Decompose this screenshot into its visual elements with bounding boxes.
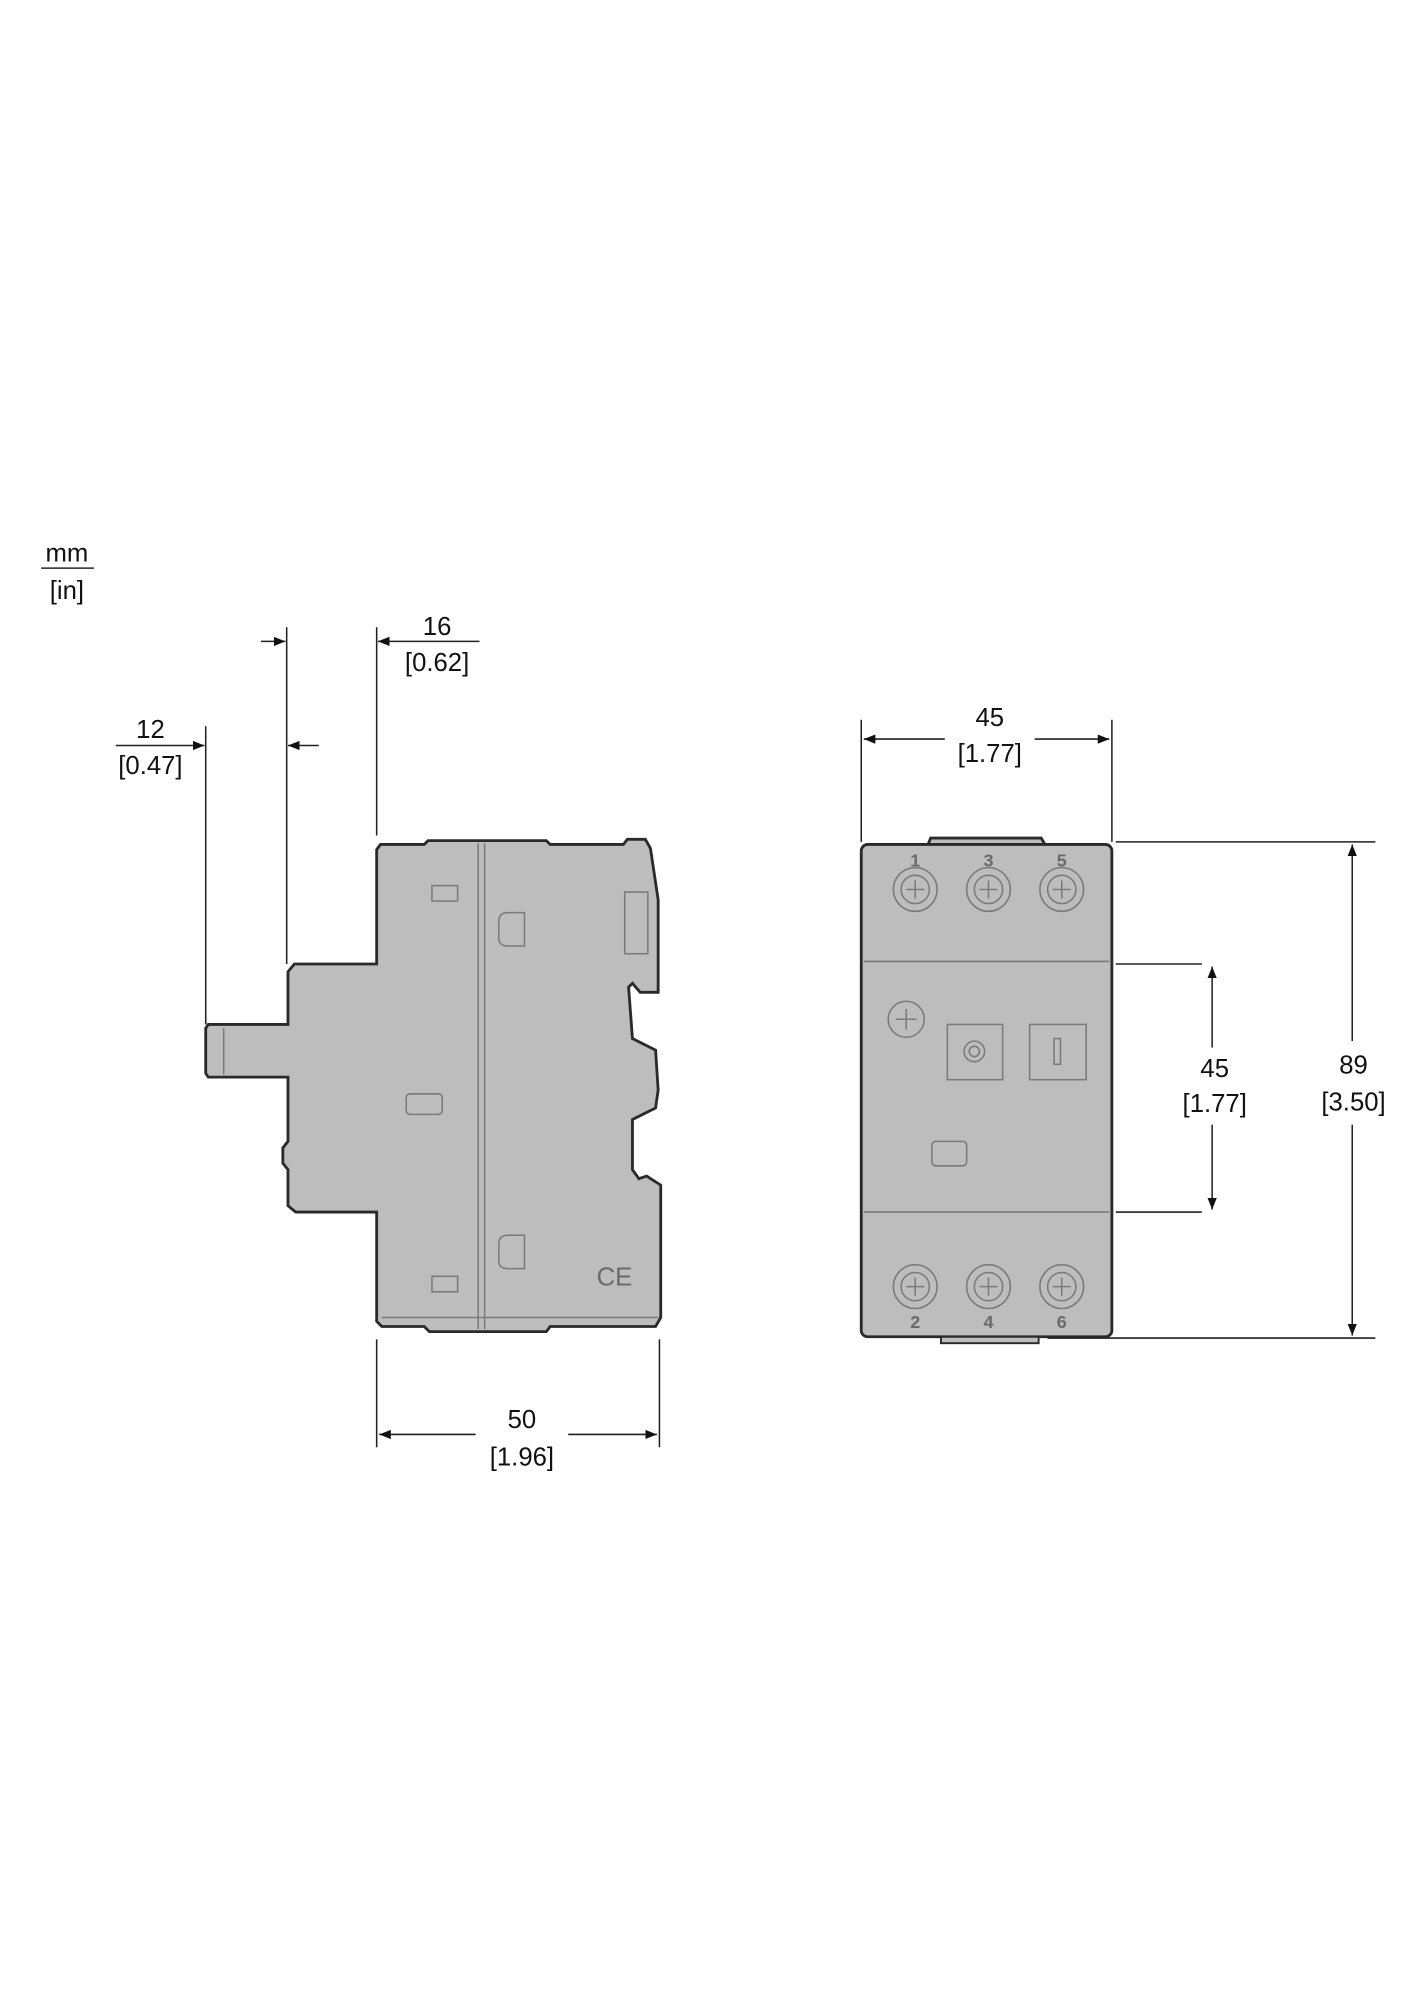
terminal-2: 2 — [892, 1264, 938, 1332]
svg-text:4: 4 — [983, 1312, 993, 1332]
dim-width-45-in: [1.77] — [958, 740, 1022, 768]
dim-height-45-in: [1.77] — [1183, 1090, 1247, 1118]
top-terminals: 1 3 5 — [892, 850, 1085, 913]
unit-mm: mm — [45, 540, 88, 568]
dimension-16: 16 [0.62] — [260, 613, 480, 965]
start-button — [1028, 1023, 1087, 1081]
label-window — [931, 1140, 968, 1167]
side-view: CE 16 [0.62] 12 [0.47] 50 [1.96] — [115, 613, 663, 1471]
side-body-outline — [204, 837, 663, 1334]
terminal-1: 1 — [892, 850, 938, 913]
dimension-12: 12 [0.47] — [115, 716, 319, 1025]
dim-50-mm: 50 — [508, 1406, 537, 1434]
dimension-height-45: 45 [1.77] — [1115, 963, 1247, 1213]
dim-16-mm: 16 — [423, 613, 452, 641]
front-view: 1 3 5 — [859, 704, 1386, 1345]
dim-12-in: [0.47] — [118, 752, 182, 780]
units-legend: mm [in] — [41, 540, 94, 605]
terminal-4: 4 — [965, 1264, 1012, 1332]
svg-text:5: 5 — [1057, 850, 1067, 870]
dim-16-in: [0.62] — [405, 649, 469, 677]
front-body-outline — [859, 843, 1114, 1339]
svg-text:3: 3 — [983, 850, 993, 870]
adjust-screw-icon — [887, 1000, 925, 1039]
dimension-width-45: 45 [1.77] — [860, 704, 1113, 842]
dim-12-mm: 12 — [136, 716, 165, 744]
ce-mark: CE — [597, 1263, 633, 1291]
dim-width-45-mm: 45 — [975, 704, 1004, 732]
dim-height-45-mm: 45 — [1200, 1055, 1229, 1083]
unit-in: [in] — [50, 577, 84, 605]
terminal-6: 6 — [1039, 1264, 1085, 1332]
svg-text:2: 2 — [910, 1312, 920, 1332]
dim-50-in: [1.96] — [490, 1443, 554, 1471]
terminal-5: 5 — [1039, 850, 1085, 913]
bottom-terminals: 2 4 6 — [892, 1264, 1085, 1332]
terminal-3: 3 — [965, 850, 1012, 913]
svg-text:1: 1 — [910, 850, 920, 870]
stop-button — [946, 1023, 1004, 1081]
dim-89-in: [3.50] — [1321, 1089, 1385, 1117]
svg-text:6: 6 — [1057, 1312, 1067, 1332]
dimension-50: 50 [1.96] — [375, 1339, 661, 1471]
dim-89-mm: 89 — [1339, 1051, 1368, 1079]
dimension-89: 89 [3.50] — [1047, 841, 1386, 1339]
